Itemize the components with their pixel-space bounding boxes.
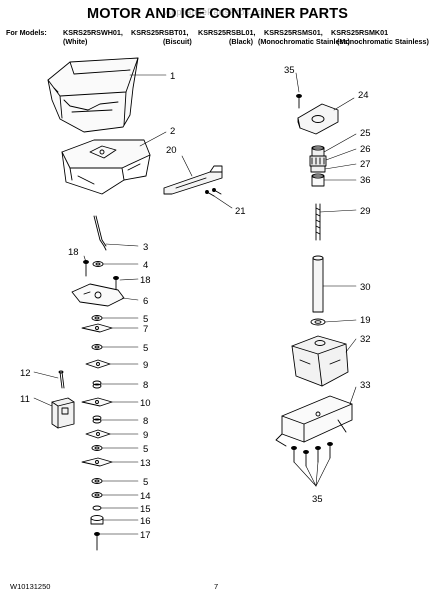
- callout-number: 16: [140, 516, 151, 527]
- callout-number: 11: [20, 394, 30, 405]
- callout-number: 18: [140, 275, 151, 286]
- document-number: W10131250: [10, 582, 51, 591]
- washer-part: [91, 445, 103, 451]
- callout-number: 5: [143, 343, 148, 354]
- screw-part: [94, 532, 100, 551]
- leader-lines: [33, 74, 233, 535]
- coupler-part: [309, 155, 327, 167]
- bearing-plate-part: [297, 103, 339, 135]
- page-number: 7: [214, 582, 219, 591]
- mounting-bracket-part: [275, 395, 353, 447]
- callout-number: 33: [360, 380, 371, 391]
- washer-part: [92, 261, 104, 267]
- callout-number: 13: [140, 458, 151, 469]
- model-number: KSRS25RSBL01,: [198, 28, 256, 37]
- spacer-part: [92, 415, 102, 424]
- model-color: (Biscuit): [163, 37, 192, 46]
- models-prefix: For Models:: [6, 28, 47, 37]
- callout-number: 26: [360, 144, 371, 155]
- washer-part: [91, 492, 103, 498]
- callout-number: 32: [360, 334, 371, 345]
- bushing-part: [90, 515, 104, 525]
- callout-number: 15: [140, 504, 151, 515]
- model-number: KSRS25RSWH01,: [63, 28, 123, 37]
- callout-number: 36: [360, 175, 371, 186]
- callout-numbers: 1 2 20 21 3 18 4 18 6 5 7 5 9 12 8 11 10…: [20, 65, 371, 541]
- cutter-blade-part: [85, 429, 111, 439]
- block-part: [51, 397, 75, 429]
- callout-number: 9: [143, 360, 148, 371]
- leader-lines: [293, 72, 357, 487]
- washer-part: [92, 505, 102, 511]
- callout-number: 8: [143, 416, 148, 427]
- pin-part: [58, 370, 65, 389]
- drive-screw-part: [315, 203, 321, 241]
- cutter-blade-part: [81, 323, 113, 333]
- ramp-part: [163, 165, 223, 195]
- washer-part: [91, 478, 103, 484]
- callout-number: 9: [143, 430, 148, 441]
- cutter-blade-part: [85, 359, 111, 369]
- callout-number: 5: [143, 314, 148, 325]
- shaft-part: [312, 255, 324, 313]
- callout-number: 14: [140, 491, 151, 502]
- callout-number: 10: [140, 398, 151, 409]
- washer-part: [91, 315, 103, 321]
- callout-number: 4: [143, 260, 148, 271]
- callout-number: 1: [170, 71, 175, 82]
- screw-part: [296, 94, 302, 109]
- screw-part: [205, 188, 222, 197]
- callout-number: 27: [360, 159, 371, 170]
- screw-part: [291, 442, 333, 467]
- model-color: (Black): [229, 37, 253, 46]
- callout-number: 17: [140, 530, 151, 541]
- callout-number: 5: [143, 477, 148, 488]
- page-title: MOTOR AND ICE CONTAINER PARTS: [87, 6, 348, 22]
- callout-number: 29: [360, 206, 371, 217]
- motor-part: [291, 335, 349, 387]
- watermark: AppliancePartsPros.com: [164, 7, 271, 17]
- callout-number: 3: [143, 242, 148, 253]
- callout-number: 19: [360, 315, 371, 326]
- model-number: KSRS25RSMK01: [331, 28, 389, 37]
- callout-number: 5: [143, 444, 148, 455]
- callout-number: 8: [143, 380, 148, 391]
- callout-number: 20: [166, 145, 177, 156]
- callout-number: 21: [235, 206, 246, 217]
- cutter-blade-part: [81, 457, 113, 467]
- coupler-part: [310, 165, 326, 173]
- cutter-blade-part: [81, 397, 113, 407]
- callout-number: 7: [143, 324, 148, 335]
- model-color: (White): [63, 37, 88, 46]
- auger-shaft-part: [93, 215, 107, 251]
- callout-number: 24: [358, 90, 369, 101]
- callout-number: 6: [143, 296, 148, 307]
- model-color: (Monochromatic Stainless): [258, 37, 350, 46]
- sleeve-part: [311, 173, 325, 187]
- washer-part: [310, 318, 326, 326]
- callout-number: 12: [20, 368, 31, 379]
- screw-part: [83, 260, 119, 293]
- spacer-part: [92, 380, 102, 389]
- model-number: KSRS25RSBT01,: [131, 28, 189, 37]
- callout-number: 18: [68, 247, 79, 258]
- container-housing-part: [61, 139, 151, 195]
- callout-number: 35: [284, 65, 295, 76]
- callout-number: 25: [360, 128, 371, 139]
- ice-container-part: [47, 57, 139, 133]
- callout-number: 2: [170, 126, 175, 137]
- callout-number: 35: [312, 494, 323, 505]
- model-number: KSRS25RSMS01,: [264, 28, 323, 37]
- callout-number: 30: [360, 282, 371, 293]
- washer-part: [91, 344, 103, 350]
- model-color: (Monochromatic Stainless): [337, 37, 429, 46]
- coupler-part: [311, 145, 325, 157]
